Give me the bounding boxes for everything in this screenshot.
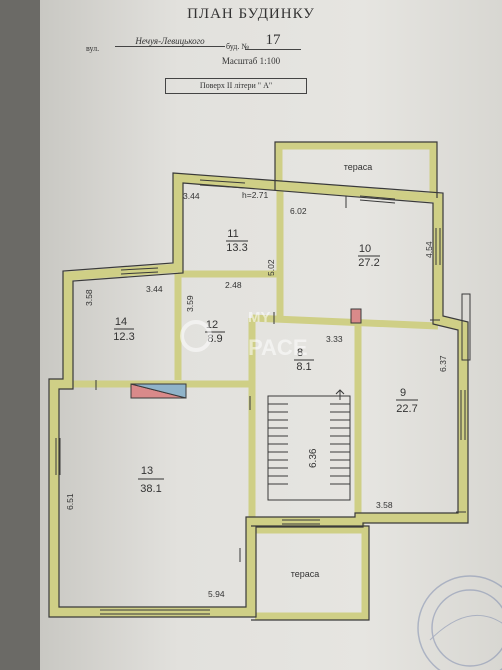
room-9-number: 9	[400, 387, 406, 399]
room-10-number: 10	[359, 243, 371, 255]
wall-10-8	[251, 314, 439, 330]
page-title: ПЛАН БУДИНКУ	[187, 6, 315, 22]
watermark-line1: MY	[248, 309, 271, 326]
dim-5-02: 5.02	[266, 259, 276, 276]
stair-well	[267, 395, 351, 501]
room-9-area: 22.7	[396, 403, 417, 415]
dim-3-44-mid: 3.44	[146, 284, 163, 294]
street-name: Нечуя-Левицького	[115, 36, 225, 47]
watermark: MY PACE	[180, 309, 308, 360]
house-number: 17	[245, 32, 301, 50]
dim-6-36: 6.36	[308, 448, 319, 468]
lower-terrace-rail	[255, 526, 369, 620]
inner-outline	[58, 182, 459, 608]
room-labels: 9 22.7 10 27.2 11 13.3 12 8.9 13 38.1 14…	[113, 162, 418, 579]
room-10-area: 27.2	[358, 257, 379, 269]
official-stamp	[417, 575, 502, 670]
house-number-label: буд. №	[226, 42, 249, 51]
room-11-number: 11	[227, 228, 238, 240]
watermark-line2: PACE	[248, 335, 308, 360]
outlines	[48, 141, 469, 621]
dim-height: h=2.71	[242, 190, 269, 200]
dim-3-58-right: 3.58	[376, 500, 393, 510]
room-11-area: 13.3	[226, 242, 247, 254]
blue-marker	[130, 383, 187, 399]
dim-3-44-top: 3.44	[183, 191, 200, 201]
door-markers	[95, 196, 466, 562]
dim-6-02: 6.02	[290, 206, 307, 216]
watermark-logo-icon	[180, 320, 212, 352]
dimension-labels: 3.44 h=2.71 6.02 4.54 5.02 3.58 3.44 3.5…	[65, 190, 448, 599]
floor-label: Поверх II літери " А"	[165, 78, 307, 94]
bay-window	[461, 293, 471, 361]
dim-2-48: 2.48	[225, 280, 242, 290]
room-14-number: 14	[115, 316, 127, 328]
dim-3-33: 3.33	[326, 334, 343, 344]
upper-terrace-outline	[274, 141, 438, 198]
outer-outline	[48, 172, 469, 618]
room-13-number: 13	[141, 465, 153, 477]
dim-4-54: 4.54	[424, 241, 434, 258]
dim-6-51: 6.51	[65, 493, 75, 510]
windows	[55, 179, 471, 615]
street-label: вул.	[86, 44, 100, 53]
stairs	[267, 389, 351, 501]
upper-terrace-rail	[275, 142, 437, 198]
lower-terrace-outline	[251, 525, 370, 621]
scale-text: Масштаб 1:100	[221, 56, 281, 66]
dim-5-94: 5.94	[208, 589, 225, 599]
terrace-lower: тераса	[291, 569, 320, 579]
paper-sheet	[40, 0, 502, 670]
room-13-area: 38.1	[140, 483, 161, 495]
room-8-number: 8	[297, 347, 303, 359]
dim-6-37: 6.37	[438, 355, 448, 372]
stair-arrow	[335, 389, 345, 400]
dim-3-59: 3.59	[185, 295, 195, 312]
room-14-area: 12.3	[113, 331, 134, 343]
room-8-area: 8.1	[296, 361, 311, 373]
pink-marker	[350, 308, 362, 324]
terrace-upper: тераса	[344, 162, 373, 172]
dim-3-58-left: 3.58	[84, 289, 94, 306]
